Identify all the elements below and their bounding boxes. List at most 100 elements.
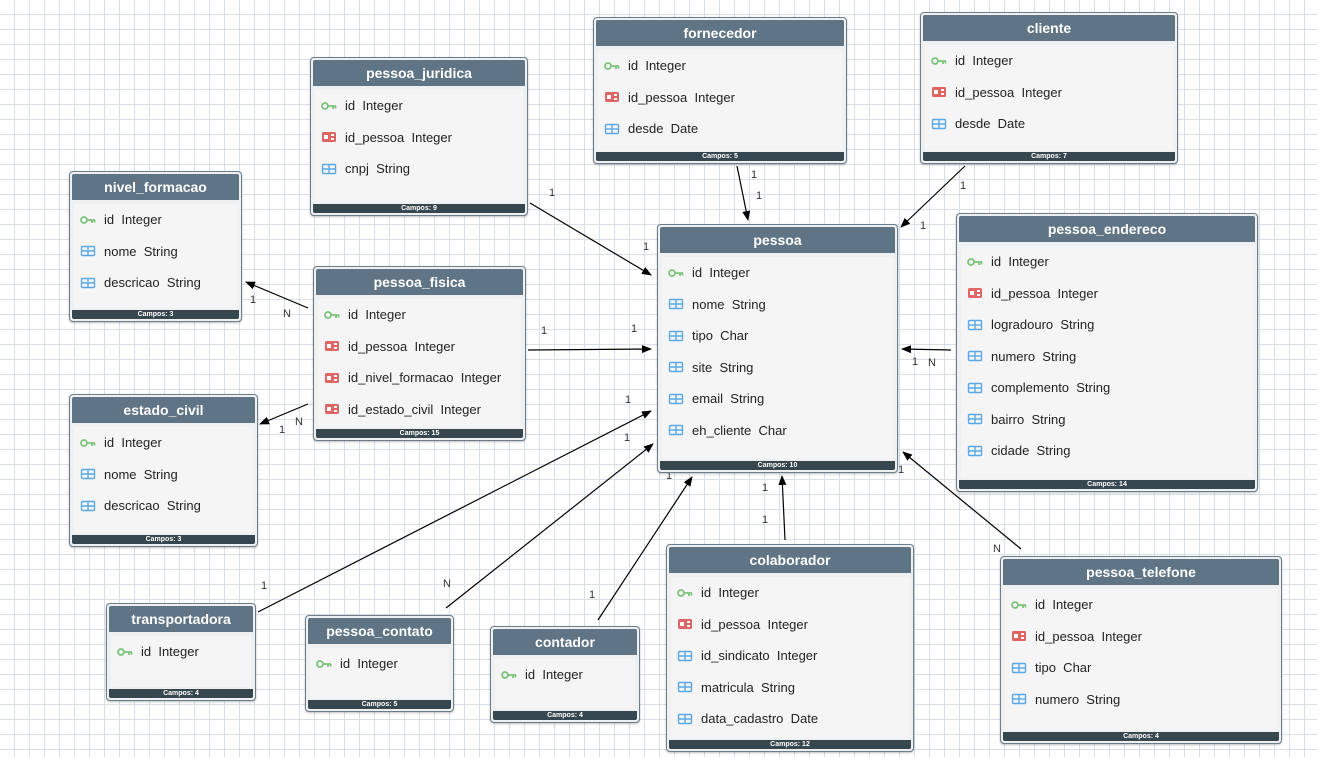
relationship-pessoa_endereco-pessoa[interactable]	[901, 345, 952, 354]
key-icon	[316, 658, 332, 670]
field-row[interactable]: desde Date	[925, 108, 1173, 140]
field-row[interactable]: id_nivel_formacao Integer	[318, 362, 521, 394]
field-row[interactable]: tipo Char	[662, 320, 893, 352]
field-label: id_sindicato Integer	[701, 648, 818, 664]
field-row[interactable]: id_pessoa Integer	[925, 77, 1173, 109]
field-row[interactable]: id Integer	[111, 636, 251, 668]
field-row[interactable]: id_pessoa Integer	[315, 122, 523, 154]
relationship-pessoa_fisica-nivel_formacao[interactable]	[245, 281, 309, 309]
relationship-colaborador-pessoa[interactable]	[778, 475, 787, 541]
field-row[interactable]: id_estado_civil Integer	[318, 394, 521, 426]
entity-title[interactable]: pessoa_endereco	[959, 216, 1255, 242]
field-row[interactable]: eh_cliente Char	[662, 415, 893, 447]
field-row[interactable]: descricao String	[74, 267, 237, 299]
field-row[interactable]: id Integer	[662, 257, 893, 289]
field-row[interactable]: site String	[662, 352, 893, 384]
field-row[interactable]: desde Date	[598, 113, 842, 145]
field-row[interactable]: email String	[662, 383, 893, 415]
entity-title[interactable]: cliente	[923, 15, 1175, 41]
relationship-transportadora-pessoa[interactable]	[257, 410, 652, 613]
entity-cliente[interactable]: cliente id Integer id_pessoa Integer desde …	[920, 12, 1178, 164]
field-row[interactable]: id_pessoa Integer	[318, 331, 521, 363]
entity-title[interactable]: pessoa_juridica	[313, 60, 525, 86]
field-row[interactable]: id Integer	[310, 648, 449, 680]
field-row[interactable]: id Integer	[671, 577, 909, 609]
cardinality-pessoa-side: 1	[912, 356, 918, 368]
relationship-pessoa_fisica-pessoa[interactable]	[527, 345, 652, 354]
field-row[interactable]: logradouro String	[961, 309, 1253, 341]
relationship-pessoa_contato-pessoa[interactable]	[445, 443, 654, 609]
field-label: id Integer	[701, 585, 759, 601]
field-row[interactable]: bairro String	[961, 404, 1253, 436]
field-row[interactable]: nome String	[74, 459, 253, 491]
field-row[interactable]: nome String	[74, 236, 237, 268]
field-row[interactable]: id_sindicato Integer	[671, 640, 909, 672]
field-label: numero String	[1035, 691, 1121, 707]
column-icon	[668, 330, 684, 342]
column-icon	[668, 361, 684, 373]
field-row[interactable]: id Integer	[1005, 589, 1277, 621]
field-row[interactable]: matricula String	[671, 672, 909, 704]
field-label: email String	[692, 391, 765, 407]
relationship-fornecedor-pessoa[interactable]	[736, 165, 751, 221]
entity-title[interactable]: transportadora	[109, 606, 253, 632]
entity-title[interactable]: pessoa_telefone	[1003, 559, 1279, 585]
key-icon	[967, 256, 983, 268]
field-row[interactable]: id_pessoa Integer	[1005, 621, 1277, 653]
entity-title[interactable]: contador	[493, 629, 637, 655]
field-row[interactable]: id Integer	[318, 299, 521, 331]
field-row[interactable]: complemento String	[961, 372, 1253, 404]
entity-title[interactable]: pessoa_fisica	[316, 269, 523, 295]
field-row[interactable]: id Integer	[74, 427, 253, 459]
entity-title[interactable]: estado_civil	[72, 397, 255, 423]
entity-title[interactable]: fornecedor	[596, 20, 844, 46]
field-row[interactable]: id_pessoa Integer	[961, 278, 1253, 310]
field-row[interactable]: tipo Char	[1005, 652, 1277, 684]
entity-title[interactable]: pessoa_contato	[308, 618, 451, 644]
field-row[interactable]: nome String	[662, 289, 893, 321]
field-row[interactable]: numero String	[961, 341, 1253, 373]
field-row[interactable]: id Integer	[961, 246, 1253, 278]
field-count-badge: Campos: 15	[316, 429, 523, 438]
field-count-badge: Campos: 14	[959, 480, 1255, 489]
field-row[interactable]: id Integer	[598, 50, 842, 82]
entity-title[interactable]: nivel_formacao	[72, 174, 239, 200]
key-icon	[324, 309, 340, 321]
field-row[interactable]: id_pessoa Integer	[598, 82, 842, 114]
field-row[interactable]: id_pessoa Integer	[671, 609, 909, 641]
field-row[interactable]: id Integer	[495, 659, 635, 691]
relationship-pessoa_fisica-estado_civil[interactable]	[259, 403, 309, 425]
field-label: id_pessoa Integer	[955, 84, 1062, 100]
field-row[interactable]: data_cadastro Date	[671, 703, 909, 735]
field-row[interactable]: cnpj String	[315, 153, 523, 185]
cardinality-pessoa_fisica-side: N	[283, 308, 291, 320]
column-icon	[967, 319, 983, 331]
entity-title[interactable]: pessoa	[660, 227, 895, 253]
entity-colaborador[interactable]: colaborador id Integer id_pessoa Integer id…	[666, 544, 914, 752]
cardinality-pessoa-side: 1	[898, 464, 904, 476]
field-row[interactable]: cidade String	[961, 435, 1253, 467]
field-row[interactable]: id Integer	[925, 45, 1173, 77]
field-label: cidade String	[991, 443, 1071, 459]
field-row[interactable]: descricao String	[74, 490, 253, 522]
column-icon	[931, 118, 947, 130]
field-row[interactable]: id Integer	[74, 204, 237, 236]
field-label: data_cadastro Date	[701, 711, 819, 727]
field-row[interactable]: numero String	[1005, 684, 1277, 716]
entity-title[interactable]: colaborador	[669, 547, 911, 573]
relationship-pessoa_juridica-pessoa[interactable]	[529, 202, 652, 276]
field-row[interactable]: id Integer	[315, 90, 523, 122]
